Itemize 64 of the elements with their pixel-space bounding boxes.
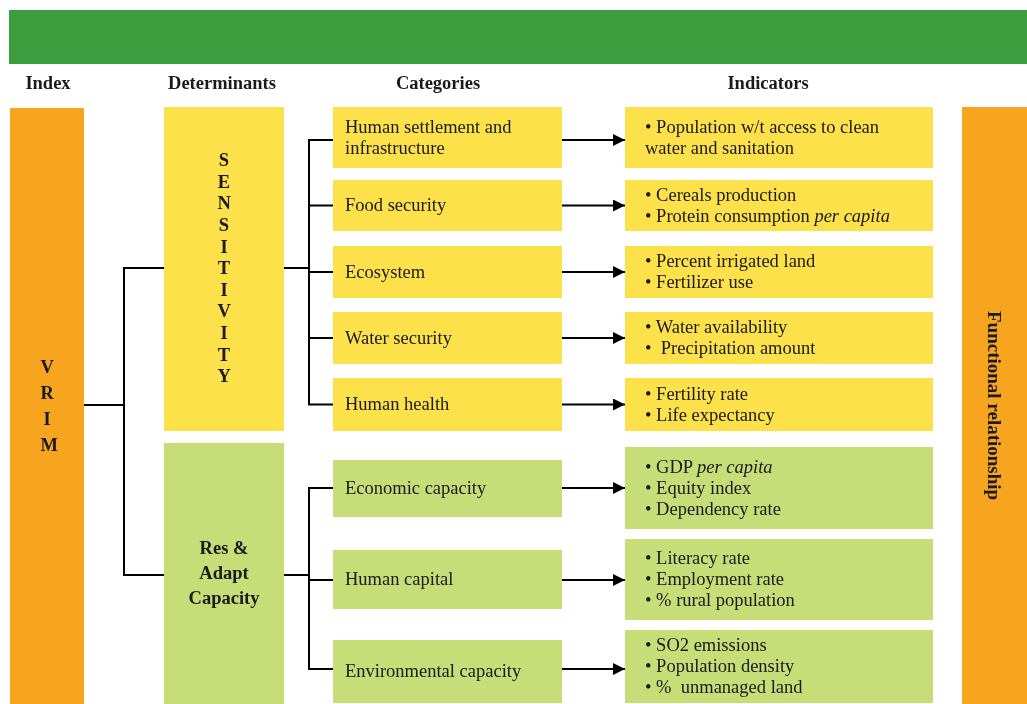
arrow — [561, 574, 626, 586]
category-box — [333, 640, 562, 703]
indicator-box — [625, 180, 933, 231]
indicator-box — [625, 312, 933, 364]
arrow — [561, 266, 626, 278]
indicator-text: • Life expectancy — [645, 404, 776, 426]
column-header: Index — [25, 73, 71, 94]
category-label: Ecosystem — [345, 261, 427, 283]
column-header: Indicators — [727, 73, 809, 94]
category-label: Human health — [345, 394, 451, 415]
determinant-box — [164, 443, 284, 704]
determinant-label: SENSITIVITY — [217, 150, 231, 388]
indicator-text: • Fertility rate — [645, 383, 750, 405]
column-header: Determinants — [168, 73, 276, 94]
indicator-text: • Literacy rate — [645, 548, 752, 569]
arrow — [561, 199, 626, 212]
indicator-text: • GDP per capita — [645, 456, 774, 478]
indicator-text: • Population density — [645, 656, 796, 677]
indicator-text: • Equity index — [645, 477, 753, 499]
category-box — [333, 246, 562, 298]
indicator-text: • Fertilizer use — [645, 272, 755, 293]
column-header: Categories — [395, 73, 481, 94]
arrow — [561, 482, 626, 494]
indicator-text: • Employment rate — [645, 569, 786, 590]
category-label: Environmental capacity — [345, 661, 523, 682]
category-label: Human capital — [345, 569, 455, 590]
indicator-text: • SO2 emissions — [645, 635, 768, 656]
connector-line — [283, 267, 334, 406]
indicator-box — [625, 447, 933, 529]
arrow — [561, 332, 626, 344]
indicator-box — [625, 539, 933, 620]
connector-line — [283, 574, 334, 670]
connector-line — [83, 404, 165, 576]
indicator-box — [625, 107, 933, 168]
relationship-label: Functional relationship — [984, 310, 1005, 501]
relationship-bar — [962, 107, 1027, 704]
indicator-text: • Population w/t access to clean water and sanitation — [645, 116, 881, 159]
indicator-text: • Water availability — [645, 317, 789, 338]
category-box — [333, 550, 562, 609]
determinant-box — [164, 107, 284, 431]
arrow — [561, 663, 626, 675]
indicator-text: • Dependency rate — [645, 498, 782, 520]
arrow — [561, 398, 626, 411]
category-box — [333, 312, 562, 364]
category-label: Economic capacity — [345, 478, 488, 499]
indicator-box — [625, 246, 933, 298]
indicator-text: • Cereals production — [645, 184, 798, 206]
determinant-label: Res & Adapt Capacity — [187, 537, 261, 610]
indicator-text: • Precipitation amount — [645, 338, 817, 359]
category-box — [333, 460, 562, 517]
indicator-text: • Percent irrigated land — [645, 251, 817, 272]
category-label: Human settlement and infrastructure — [345, 116, 513, 159]
arrow — [561, 134, 626, 146]
index-bar — [10, 108, 84, 704]
indicator-text: • % rural population — [645, 590, 796, 611]
category-box — [333, 180, 562, 231]
indicator-box — [625, 630, 933, 703]
category-box — [333, 378, 562, 431]
category-label: Water security — [345, 327, 453, 349]
category-label: Food security — [345, 195, 448, 216]
indicator-box — [625, 378, 933, 431]
category-box — [333, 107, 562, 168]
indicator-text: • Protein consumption per capita — [645, 205, 891, 227]
indicator-text: • % unmanaged land — [645, 677, 804, 698]
